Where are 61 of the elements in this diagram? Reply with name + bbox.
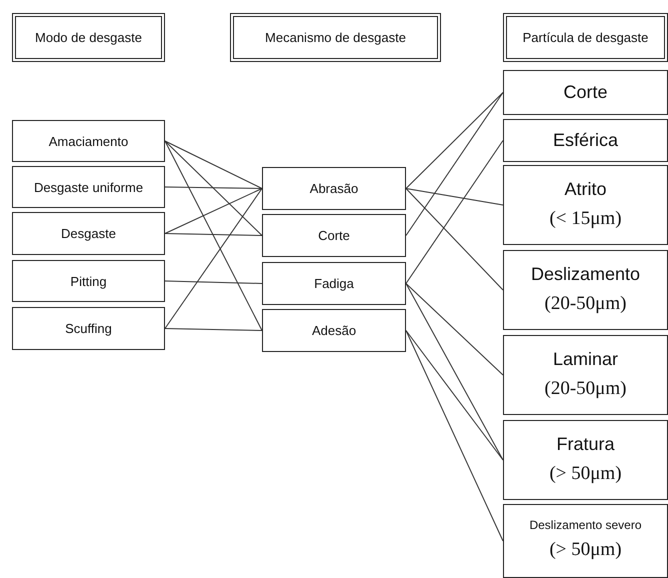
category-box — [12, 307, 165, 350]
node-label: Laminar — [552, 348, 618, 372]
node-label: Modo de desgaste — [35, 30, 142, 45]
particle-box — [503, 70, 668, 115]
connector-line — [164, 188, 262, 234]
connector-line — [406, 330, 504, 542]
connector-line — [164, 188, 262, 329]
node-label: Fadiga — [314, 276, 354, 291]
node-label: Adesão — [312, 323, 356, 338]
node-label: Corte — [318, 228, 350, 243]
particle-box — [503, 420, 668, 500]
connector-line — [164, 186, 262, 189]
node-label: Corte — [563, 81, 608, 104]
column-header — [230, 13, 441, 62]
category-box — [262, 167, 406, 210]
size-label: (20-50μm) — [544, 292, 626, 316]
category-box — [262, 214, 406, 257]
connector-line — [164, 140, 262, 189]
column-header — [12, 13, 165, 62]
connector-line — [164, 140, 262, 236]
connector-line — [406, 330, 504, 460]
category-box — [12, 260, 165, 302]
category-box — [12, 212, 165, 255]
size-label: (> 50μm) — [549, 462, 622, 486]
category-box — [262, 309, 406, 352]
connector-line — [406, 283, 504, 460]
category-box — [12, 166, 165, 208]
connector-line — [164, 280, 262, 284]
size-label: (20-50μm) — [544, 377, 626, 402]
category-box — [262, 262, 406, 305]
node-label: Pitting — [70, 274, 107, 288]
node-label: Amaciamento — [48, 134, 128, 148]
node-label: Deslizamento — [530, 263, 640, 286]
size-label: (> 50μm) — [549, 538, 622, 562]
connector-line — [406, 92, 504, 236]
connector-line — [164, 233, 262, 236]
node-label: Scuffing — [65, 321, 112, 336]
category-box — [12, 120, 165, 162]
connector-line — [406, 92, 504, 189]
column-header — [503, 13, 668, 62]
particle-box — [503, 165, 668, 245]
connector-line — [164, 140, 262, 331]
node-label: Deslizamento severo — [529, 517, 642, 534]
node-label: Abrasão — [310, 181, 358, 196]
size-label: (< 15μm) — [549, 207, 622, 232]
particle-box — [503, 250, 668, 330]
node-label: Desgaste — [61, 226, 116, 241]
connector-line — [406, 188, 504, 290]
node-label: Desgaste uniforme — [34, 180, 144, 194]
connector-line — [406, 188, 504, 206]
connector-line — [164, 328, 262, 331]
node-label: Partícula de desgaste — [522, 30, 648, 45]
node-label: Mecanismo de desgaste — [265, 30, 406, 45]
particle-box — [503, 504, 668, 578]
node-label: Esférica — [552, 129, 618, 152]
node-label: Fratura — [556, 433, 615, 456]
particle-box — [503, 335, 668, 415]
node-label: Atrito — [564, 178, 606, 202]
connector-line — [406, 283, 504, 376]
connector-line — [406, 140, 504, 284]
particle-box — [503, 119, 668, 162]
